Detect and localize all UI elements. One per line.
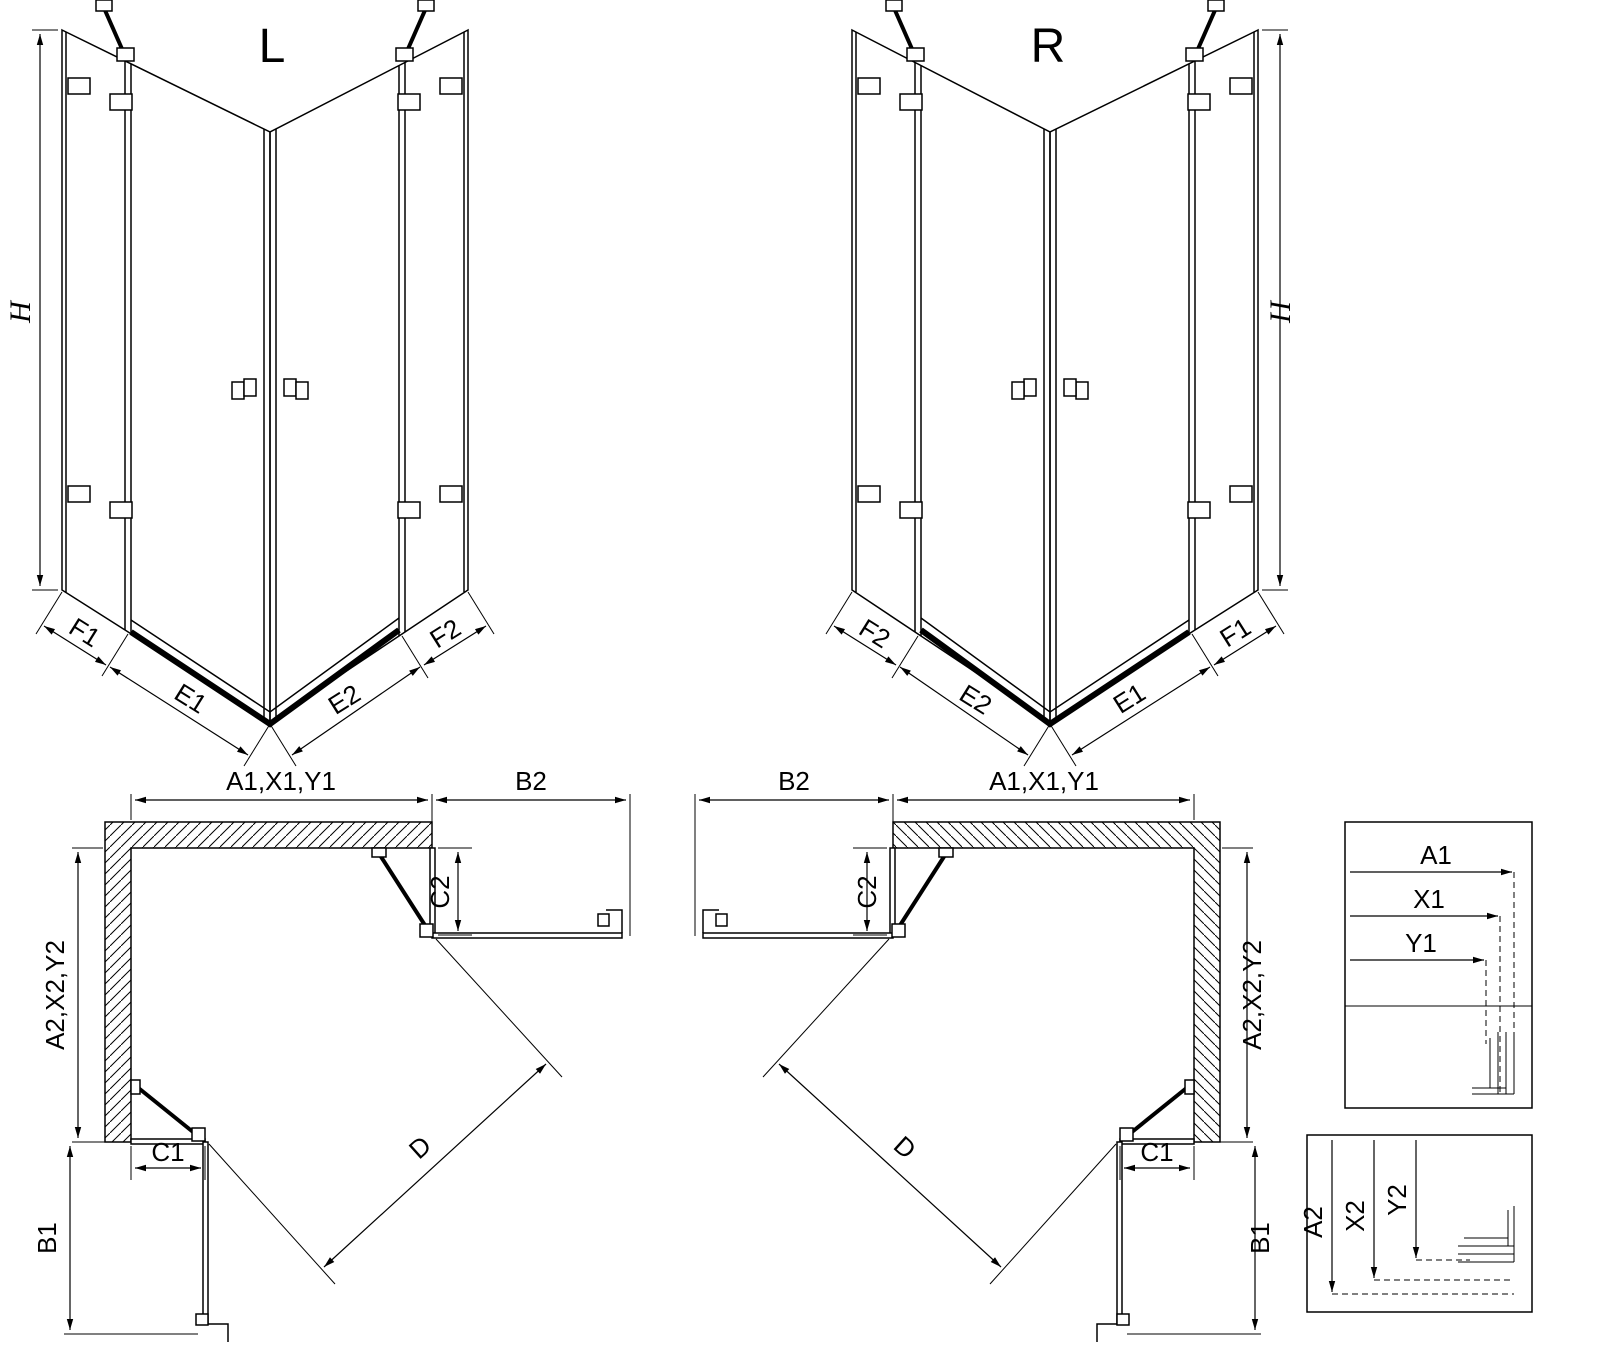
dim-label-f1-left: F1 xyxy=(64,612,106,654)
detail-label-x1: X1 xyxy=(1413,884,1445,914)
detail-bottom-box: A2 X2 Y2 xyxy=(1298,1134,1533,1313)
detail-label-a2: A2 xyxy=(1298,1206,1328,1238)
detail-label-x2: X2 xyxy=(1340,1200,1370,1232)
dim-label-e2-right: E2 xyxy=(954,678,997,720)
dim-label-f2-left: F2 xyxy=(424,613,466,655)
elevation-left-group: L H F1 E1 E2 F2 xyxy=(4,0,494,766)
dim-label-a1x1y1-left: A1,X1,Y1 xyxy=(226,766,336,796)
plan-left-geometry xyxy=(64,794,630,1342)
dim-label-b1-right: B1 xyxy=(1245,1222,1275,1254)
dim-label-a2x2y2-right: A2,X2,Y2 xyxy=(1237,940,1267,1050)
dim-label-f2-right: F2 xyxy=(854,613,896,655)
detail-label-y1: Y1 xyxy=(1405,928,1437,958)
variant-label-right: R xyxy=(1031,20,1066,73)
elevation-right-geometry xyxy=(826,0,1288,766)
dim-label-e2-left: E2 xyxy=(323,678,366,720)
wall-profile-section-bottom xyxy=(1458,1206,1515,1263)
dim-label-b2-left: B2 xyxy=(515,766,547,796)
dim-label-a1x1y1-right: A1,X1,Y1 xyxy=(989,766,1099,796)
detail-label-y2: Y2 xyxy=(1382,1184,1412,1216)
plan-right-geometry xyxy=(695,794,1261,1342)
plan-right-group: A1,X1,Y1 B2 C2 A2,X2,Y2 C1 B1 D xyxy=(695,766,1275,1342)
dim-label-height-right: H xyxy=(1264,299,1297,324)
elevation-left-geometry xyxy=(32,0,494,766)
detail-label-a1: A1 xyxy=(1420,840,1452,870)
dim-label-c1-left: C1 xyxy=(151,1137,184,1167)
dim-label-c2-right: C2 xyxy=(852,875,882,908)
dim-label-b1-left: B1 xyxy=(32,1222,62,1254)
dim-label-f1-right: F1 xyxy=(1214,612,1256,654)
dim-label-c1-right: C1 xyxy=(1140,1137,1173,1167)
dim-label-a2x2y2-left: A2,X2,Y2 xyxy=(40,940,70,1050)
variant-label-left: L xyxy=(259,20,286,73)
plan-left-group: A1,X1,Y1 B2 C2 A2,X2,Y2 C1 B1 D xyxy=(32,766,630,1342)
dim-label-d-right: D xyxy=(888,1130,922,1165)
dim-label-c2-left: C2 xyxy=(425,875,455,908)
detail-top-box: A1 X1 Y1 xyxy=(1344,821,1533,1109)
dim-label-height-left: H xyxy=(4,299,37,324)
dim-label-d-left: D xyxy=(403,1130,437,1165)
elevation-right-group: R H F2 E2 E1 F1 xyxy=(826,0,1297,766)
wall-profile-section-top xyxy=(1472,1032,1515,1095)
dim-label-b2-right: B2 xyxy=(778,766,810,796)
